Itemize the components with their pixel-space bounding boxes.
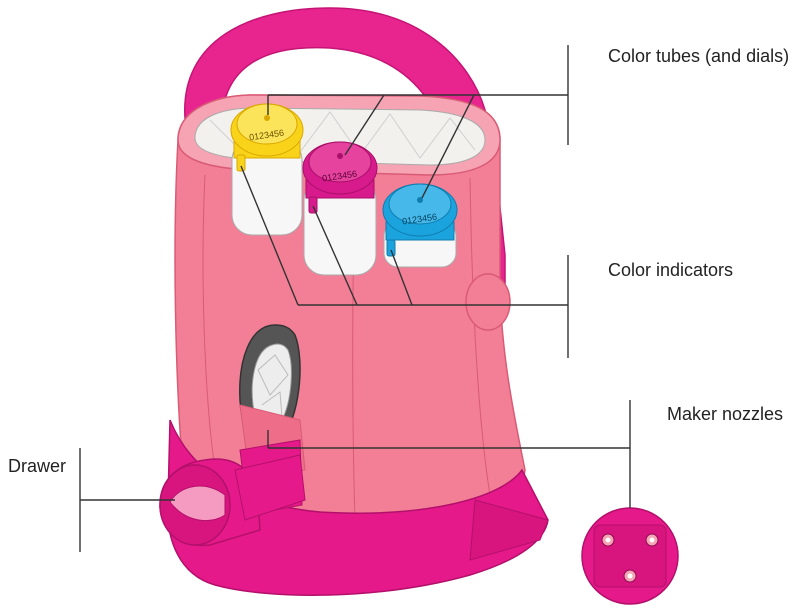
viewing-window [239,324,301,447]
label-color-tubes: Color tubes (and dials) [608,46,790,66]
leader-lines [79,45,631,552]
drawer [159,454,306,547]
color-tube-cyan: 0123456 [382,183,458,268]
dial-digits-yellow: 0123456 [249,128,285,143]
dial-digits-cyan: 0123456 [402,212,438,227]
dial-digits-magenta: 0123456 [322,169,358,184]
label-color-indicators: Color indicators [608,260,734,280]
machine-base [166,419,549,596]
nozzle-detail [581,507,679,605]
color-tube-yellow: 0123456 [230,103,304,236]
label-drawer: Drawer [8,456,67,476]
color-tube-magenta: 0123456 [302,141,378,276]
handle-pivot [465,273,511,331]
color-indicators [236,154,396,257]
label-maker-nozzles: Maker nozzles [667,404,784,424]
